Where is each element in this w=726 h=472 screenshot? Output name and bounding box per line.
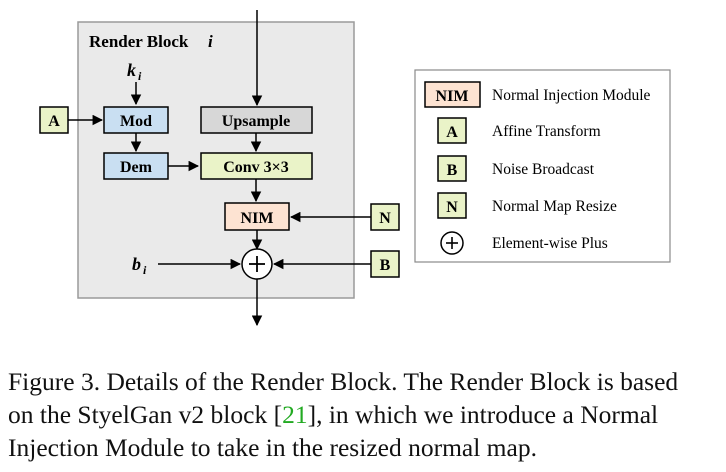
k-label: k	[127, 60, 136, 80]
legend-a-label: Affine Transform	[492, 123, 601, 140]
n-box-label: N	[379, 210, 391, 227]
render-block-index: i	[208, 32, 213, 51]
b-subscript: i	[143, 263, 147, 277]
n-box	[370, 203, 400, 231]
conv-label: Conv 3×3	[223, 159, 289, 176]
legend-n-symbol-text: N	[446, 199, 458, 216]
k-subscript: i	[138, 69, 142, 83]
a-box-label: A	[48, 113, 60, 130]
legend-plus-label: Element-wise Plus	[492, 235, 608, 252]
render-block-diagram: Render Block i k i A Mod Dem Upsample Co…	[39, 10, 671, 327]
legend-b-symbol	[437, 155, 467, 182]
render-block-title: Render Block	[89, 32, 189, 51]
mod-box	[103, 106, 169, 134]
nim-label: NIM	[241, 210, 274, 227]
caption-line-1: Figure 3. Details of the Render Block. T…	[8, 367, 679, 396]
legend-a-symbol-text: A	[446, 124, 458, 141]
b-label: b	[132, 254, 141, 274]
upsample-box	[200, 106, 313, 134]
legend-b-symbol-text: B	[447, 162, 458, 179]
dem-label: Dem	[120, 159, 153, 176]
caption-line-3: Injection Module to take in the resized …	[8, 433, 537, 462]
nim-box	[224, 202, 290, 231]
mod-label: Mod	[120, 113, 152, 130]
legend-n-label: Normal Map Resize	[492, 198, 617, 215]
figure-caption: Figure 3. Details of the Render Block. T…	[8, 365, 722, 464]
legend-nim-symbol-text: NIM	[436, 88, 469, 105]
citation-link[interactable]: 21	[282, 400, 308, 429]
legend-n-symbol	[437, 192, 467, 219]
legend-a-symbol	[437, 117, 467, 144]
dem-box	[103, 152, 169, 180]
a-box	[39, 106, 69, 134]
caption-line-2-post: ], in which we introduce a Normal	[307, 400, 659, 429]
legend-nim-label: Normal Injection Module	[492, 87, 651, 104]
caption-line-2: on the StyelGan v2 block [21], in which …	[8, 398, 722, 431]
legend-nim-symbol	[424, 81, 481, 108]
caption-line-2-pre: on the StyelGan v2 block [	[8, 400, 283, 429]
legend-b-label: Noise Broadcast	[492, 161, 595, 178]
b-box-label: B	[380, 257, 391, 274]
upsample-label: Upsample	[222, 113, 290, 130]
conv-box	[200, 152, 313, 180]
